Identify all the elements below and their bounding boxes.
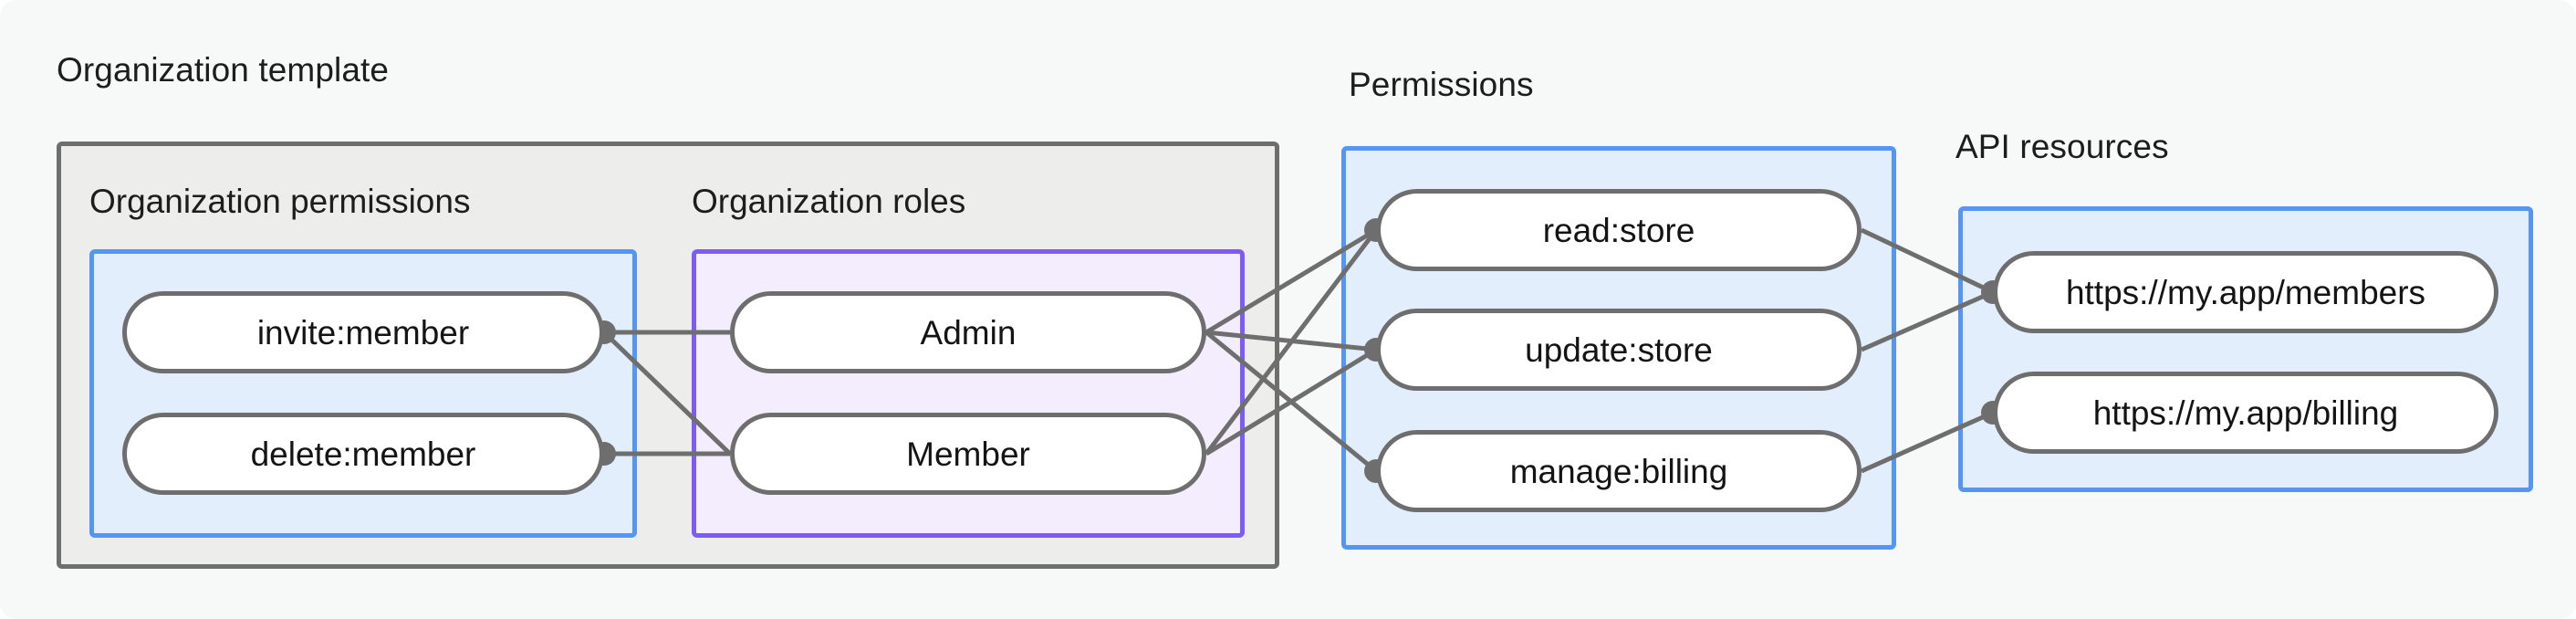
group-label-permissions: Permissions: [1349, 66, 1534, 103]
node-members-url-label: https://my.app/members: [2065, 273, 2426, 311]
node-delete-member[interactable]: delete:member: [122, 413, 604, 495]
node-invite-member[interactable]: invite:member: [122, 291, 604, 373]
group-label-organization-template: Organization template: [57, 51, 390, 89]
node-delete-member-label: delete:member: [250, 435, 476, 473]
node-member-label: Member: [906, 435, 1030, 473]
node-members-url[interactable]: https://my.app/members: [1993, 251, 2498, 333]
node-read-store[interactable]: read:store: [1376, 189, 1862, 271]
group-label-api-resources: API resources: [1955, 128, 2169, 165]
node-billing-url[interactable]: https://my.app/billing: [1993, 372, 2498, 454]
node-manage-billing[interactable]: manage:billing: [1376, 430, 1862, 512]
node-invite-member-label: invite:member: [256, 313, 470, 351]
node-update-store-label: update:store: [1525, 330, 1713, 369]
node-admin[interactable]: Admin: [730, 291, 1206, 373]
node-billing-url-label: https://my.app/billing: [2092, 393, 2399, 432]
node-manage-billing-label: manage:billing: [1509, 452, 1728, 490]
group-label-organization-permissions: Organization permissions: [89, 183, 471, 220]
node-update-store[interactable]: update:store: [1376, 309, 1862, 391]
node-admin-label: Admin: [920, 313, 1017, 351]
node-read-store-label: read:store: [1542, 211, 1695, 249]
group-label-organization-roles: Organization roles: [692, 183, 966, 220]
node-member[interactable]: Member: [730, 413, 1206, 495]
